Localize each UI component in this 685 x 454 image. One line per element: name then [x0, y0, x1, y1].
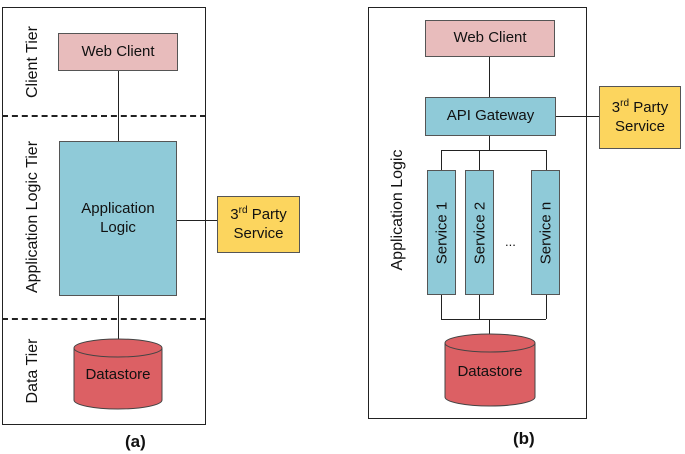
- connector-bus-datastore: [489, 319, 490, 339]
- connector-service-1-bottom: [441, 294, 442, 319]
- third-party-service-box-b: 3rd Party Service: [599, 86, 681, 149]
- gateway-service-bus: [441, 150, 546, 151]
- data-tier-label: Data Tier: [24, 338, 41, 404]
- caption-b: (b): [513, 429, 535, 448]
- connector-gateway-thirdparty: [555, 116, 600, 117]
- api-gateway-box: API Gateway: [425, 97, 556, 136]
- connector-gateway-bus: [489, 135, 490, 150]
- service-1-box: Service 1: [427, 170, 456, 295]
- connector-bus-service-1: [441, 150, 442, 171]
- application-logic-label-line1: Application: [81, 199, 155, 217]
- connector-logic-thirdparty: [176, 220, 218, 221]
- service-2-box: Service 2: [465, 170, 494, 295]
- third-party-label-b-line1: 3rd Party: [611, 98, 669, 117]
- web-client-box: Web Client: [58, 33, 178, 71]
- datastore-cylinder-b: [444, 333, 536, 407]
- datastore-cylinder: [73, 338, 163, 410]
- web-client-label-b: Web Client: [453, 29, 527, 47]
- web-client-label: Web Client: [81, 42, 155, 60]
- panel-b-frame: [368, 7, 587, 419]
- service-n-label: Service n: [537, 201, 554, 264]
- services-ellipsis: ...: [505, 234, 516, 249]
- connector-bus-service-2: [479, 150, 480, 171]
- third-party-label-b-line2: Service: [614, 118, 666, 135]
- web-client-box-b: Web Client: [425, 20, 555, 57]
- service-n-box: Service n: [531, 170, 560, 295]
- application-logic-side-label: Application Logic: [389, 149, 406, 271]
- third-party-label-line1: 3rd Party: [230, 205, 287, 224]
- tier-divider-2: [2, 318, 206, 320]
- service-2-label: Service 2: [471, 201, 488, 264]
- panel-a-frame: [2, 7, 206, 425]
- application-logic-label-line2: Logic: [100, 218, 136, 236]
- tier-divider-1: [2, 115, 206, 117]
- application-logic-box: Application Logic: [59, 141, 177, 296]
- api-gateway-label: API Gateway: [446, 107, 535, 125]
- connector-webclient-gateway: [489, 56, 490, 98]
- service-datastore-bus: [441, 319, 546, 320]
- connector-service-n-bottom: [546, 294, 547, 319]
- connector-client-logic: [118, 70, 119, 142]
- third-party-label-line2: Service: [233, 225, 284, 242]
- datastore-label: Datastore: [85, 366, 151, 383]
- client-tier-label: Client Tier: [24, 25, 41, 99]
- connector-logic-datastore: [118, 295, 119, 343]
- caption-a: (a): [125, 432, 146, 451]
- datastore-label-b: Datastore: [457, 363, 523, 380]
- third-party-service-box: 3rd Party Service: [217, 196, 300, 253]
- connector-bus-service-n: [546, 150, 547, 171]
- connector-service-2-bottom: [479, 294, 480, 319]
- service-1-label: Service 1: [433, 201, 450, 264]
- application-logic-tier-label: Application Logic Tier: [24, 140, 41, 294]
